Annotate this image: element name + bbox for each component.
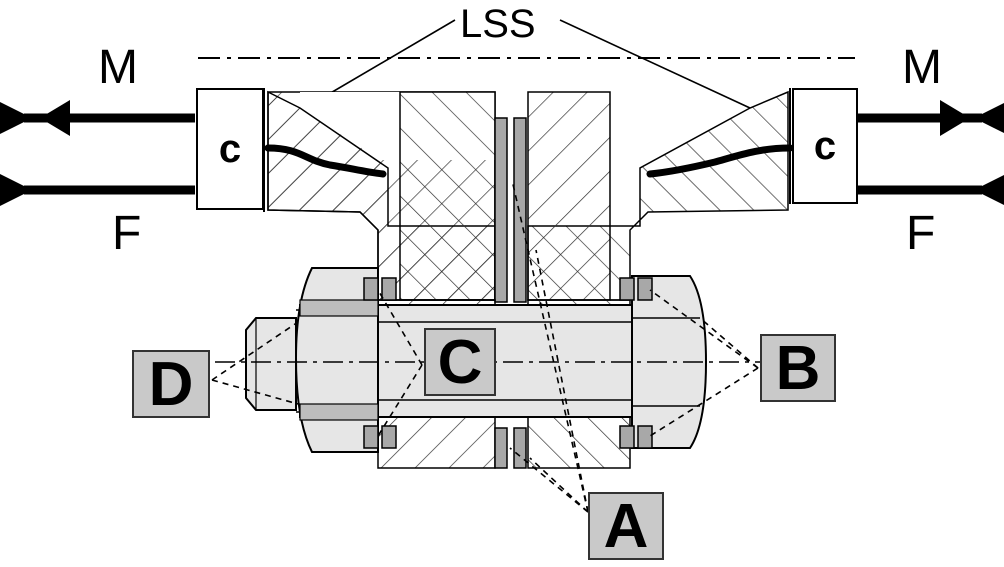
hub-left xyxy=(399,91,496,301)
leader-b-3 xyxy=(699,317,759,369)
force-label-right: F xyxy=(906,207,936,260)
leader-c-1 xyxy=(377,289,423,366)
lss-leader-right xyxy=(559,19,751,109)
moment-label-right: M xyxy=(902,41,942,94)
leader-a-1 xyxy=(511,179,589,513)
washer-nut-bottom xyxy=(363,425,379,449)
label-box-b: B xyxy=(760,334,836,403)
leader-a-3 xyxy=(509,447,589,513)
cable-right xyxy=(646,144,794,178)
clamp-left: c xyxy=(196,88,264,210)
bolt-head xyxy=(631,275,708,449)
shim-top-right xyxy=(513,117,527,303)
moment-arrow-left-head2 xyxy=(40,100,70,136)
force-label-left: F xyxy=(112,207,142,260)
label-box-d: D xyxy=(132,350,210,419)
shim-top-left xyxy=(494,117,508,303)
shim-bottom-left xyxy=(494,427,508,469)
washer-head-bottom xyxy=(619,425,635,449)
shim-bottom-right xyxy=(513,427,527,469)
leader-d-2 xyxy=(211,379,299,405)
leader-b-1 xyxy=(649,289,759,369)
bolt-thread-end xyxy=(245,317,297,411)
moment-label-left: M xyxy=(98,41,138,94)
label-box-a: A xyxy=(588,492,664,561)
clamp-right: c xyxy=(792,88,858,204)
leader-a-2 xyxy=(535,249,589,513)
leader-c-2 xyxy=(377,364,423,437)
label-box-c: C xyxy=(424,328,496,397)
leader-a-4 xyxy=(529,457,589,513)
cable-left xyxy=(264,144,387,178)
lss-label: LSS xyxy=(460,2,536,46)
washer-nut-top xyxy=(363,277,379,301)
washer-head-top xyxy=(619,277,635,301)
moment-arrow-right-head2 xyxy=(940,100,970,136)
